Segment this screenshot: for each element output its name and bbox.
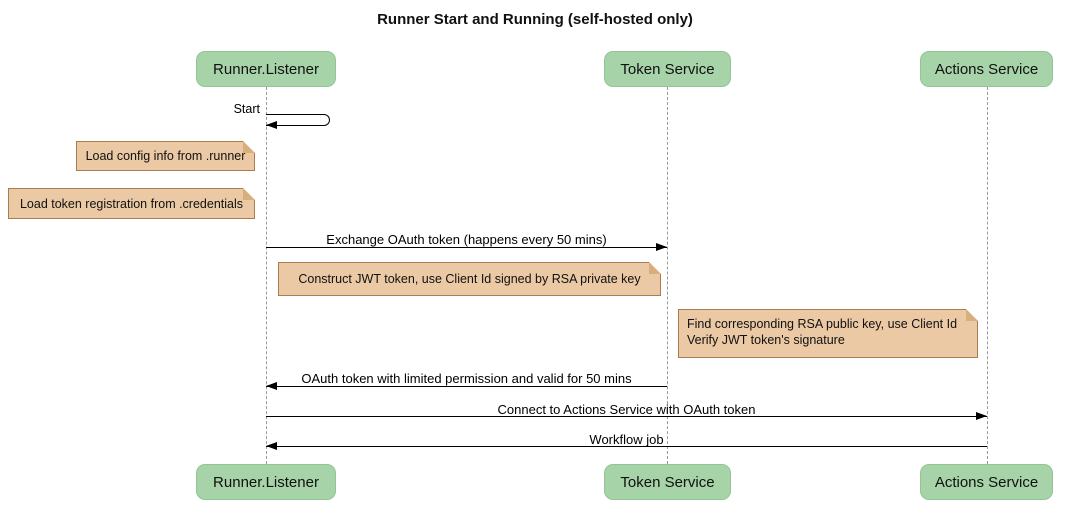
note-text: Load token registration from .credential… <box>19 196 244 211</box>
message-label-workflow-job: Workflow job <box>589 432 664 447</box>
note-fold-icon <box>966 309 978 321</box>
participant-top-token-service: Token Service <box>604 51 731 87</box>
participant-bottom-token-service: Token Service <box>604 464 731 500</box>
message-label-oauth-token: OAuth token with limited permission and … <box>301 371 632 386</box>
message-label-exchange-oauth: Exchange OAuth token (happens every 50 m… <box>326 232 607 247</box>
message-line <box>266 416 987 417</box>
arrowhead-left-icon <box>266 442 277 450</box>
note-construct-jwt: Construct JWT token, use Client Id signe… <box>278 262 661 296</box>
note-fold-icon <box>243 188 255 200</box>
note-text: Construct JWT token, use Client Id signe… <box>298 272 641 286</box>
message-line <box>266 386 667 387</box>
note-verify-jwt: Find corresponding RSA public key, use C… <box>678 309 978 358</box>
lifeline-runner-listener <box>266 87 267 464</box>
self-message-loop-arrow <box>266 114 330 126</box>
message-line <box>266 247 667 248</box>
participant-bottom-actions-service: Actions Service <box>920 464 1053 500</box>
arrowhead-left-icon <box>266 121 277 129</box>
note-load-config: Load config info from .runner <box>76 141 255 171</box>
arrowhead-right-icon <box>976 412 987 420</box>
note-fold-icon <box>243 141 255 153</box>
arrowhead-right-icon <box>656 243 667 251</box>
arrowhead-left-icon <box>266 382 277 390</box>
note-text-line2: Verify JWT token's signature <box>687 333 845 347</box>
note-text: Load config info from .runner <box>85 149 246 163</box>
participant-top-actions-service: Actions Service <box>920 51 1053 87</box>
lifeline-token-service <box>667 87 668 464</box>
message-label-start: Start <box>233 102 260 116</box>
message-line <box>266 446 987 447</box>
note-load-token-registration: Load token registration from .credential… <box>8 188 255 219</box>
note-text-line1: Find corresponding RSA public key, use C… <box>687 317 958 331</box>
participant-bottom-runner-listener: Runner.Listener <box>196 464 336 500</box>
participant-top-runner-listener: Runner.Listener <box>196 51 336 87</box>
lifeline-actions-service <box>987 87 988 464</box>
message-label-connect-actions: Connect to Actions Service with OAuth to… <box>497 402 756 417</box>
note-fold-icon <box>649 262 661 274</box>
diagram-title: Runner Start and Running (self-hosted on… <box>377 11 693 28</box>
